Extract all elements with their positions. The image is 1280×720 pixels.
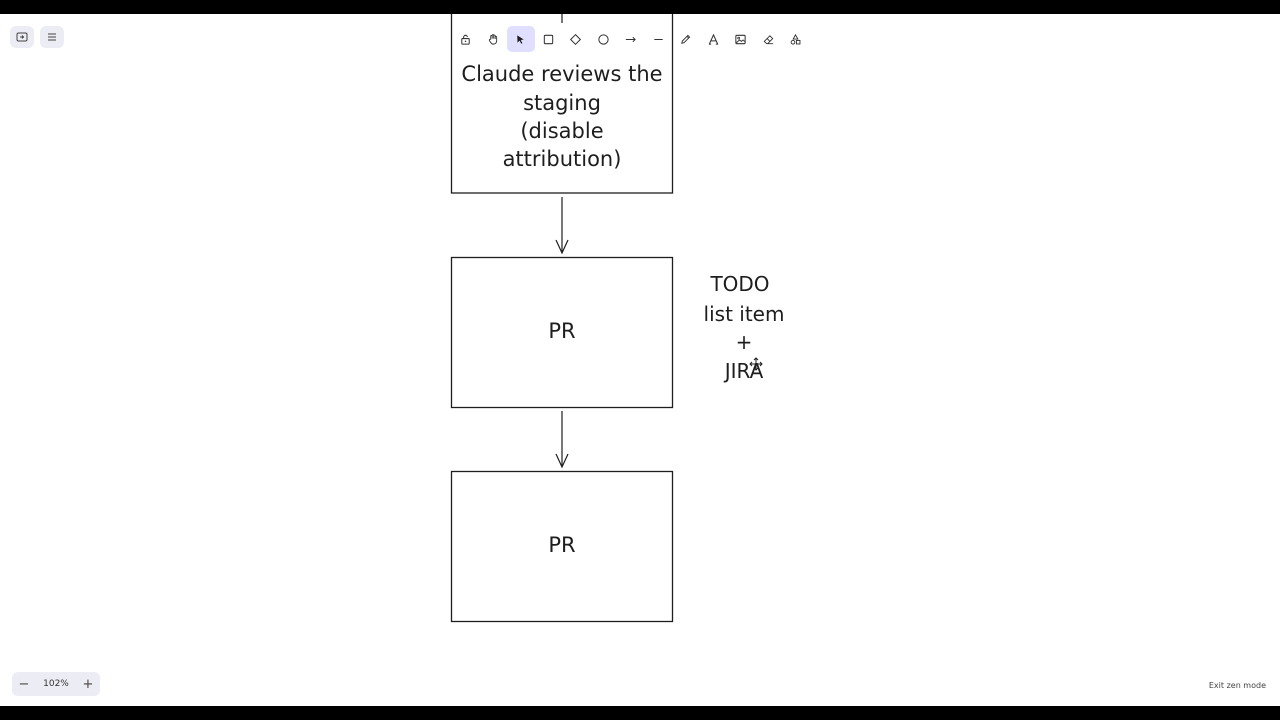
- shapes-icon: [790, 33, 801, 45]
- pencil-icon: [681, 34, 691, 44]
- tool-selection[interactable]: [507, 26, 535, 52]
- todo-note[interactable]: TODO list item + JIRA: [704, 272, 785, 383]
- tool-line[interactable]: [645, 26, 673, 52]
- note-line2: list item: [704, 302, 785, 326]
- zoom-level[interactable]: 102%: [43, 679, 69, 689]
- rectangle-icon: [543, 34, 553, 44]
- sidebar-toggle-button[interactable]: [10, 26, 34, 48]
- tool-more-shapes[interactable]: [782, 26, 810, 52]
- box1-line1: Claude reviews the: [461, 62, 662, 86]
- zoom-in-button[interactable]: +: [82, 676, 94, 692]
- pointer-icon: [517, 34, 524, 44]
- tool-eraser[interactable]: [755, 26, 783, 52]
- note-line1: TODO: [709, 272, 769, 296]
- box2-label: PR: [548, 319, 575, 343]
- hand-icon: [488, 33, 497, 45]
- box1-line3: (disable: [520, 119, 603, 143]
- tool-image[interactable]: [727, 26, 755, 52]
- move-cursor-icon: [749, 357, 763, 371]
- line-icon: [654, 38, 663, 40]
- zoom-control: − 102% +: [12, 672, 100, 696]
- tool-diamond[interactable]: [562, 26, 590, 52]
- tool-ellipse[interactable]: [590, 26, 618, 52]
- tool-hand[interactable]: [480, 26, 508, 52]
- lock-icon: [461, 34, 470, 45]
- main-menu-button[interactable]: [40, 26, 64, 48]
- box3-label: PR: [548, 533, 575, 557]
- diagram-box-claude-review[interactable]: Claude reviews the staging (disable attr…: [450, 14, 674, 194]
- box1-line4: attribution): [503, 147, 622, 171]
- diamond-icon: [570, 33, 582, 45]
- hamburger-menu-icon: [48, 33, 56, 41]
- box1-line2: staging: [523, 91, 601, 115]
- ellipse-icon: [598, 33, 609, 45]
- excalidraw-canvas[interactable]: Claude reviews the staging (disable attr…: [0, 14, 1280, 706]
- diagram-box-pr-2[interactable]: PR: [450, 470, 674, 623]
- note-line4: JIRA: [723, 359, 764, 383]
- arrow-box2-to-box3[interactable]: [555, 411, 569, 469]
- tool-rectangle[interactable]: [535, 26, 563, 52]
- eraser-icon: [763, 34, 774, 44]
- tool-text[interactable]: [700, 26, 728, 52]
- note-line3: +: [736, 330, 753, 354]
- tool-draw[interactable]: [672, 26, 700, 52]
- tool-arrow[interactable]: [617, 26, 645, 52]
- image-icon: [735, 34, 746, 44]
- tool-lock[interactable]: [452, 26, 480, 52]
- arrow-box1-to-box2[interactable]: [555, 197, 569, 255]
- shapes-toolbar: [452, 25, 810, 53]
- sidebar-toggle-icon: [16, 32, 28, 42]
- arrow-icon: [626, 36, 637, 42]
- drawing-layer: Claude reviews the staging (disable attr…: [450, 14, 785, 623]
- zoom-out-button[interactable]: −: [18, 676, 30, 692]
- text-icon: [708, 33, 718, 45]
- exit-zen-mode-button[interactable]: Exit zen mode: [1208, 681, 1266, 690]
- diagram-box-pr-1[interactable]: PR: [450, 256, 674, 409]
